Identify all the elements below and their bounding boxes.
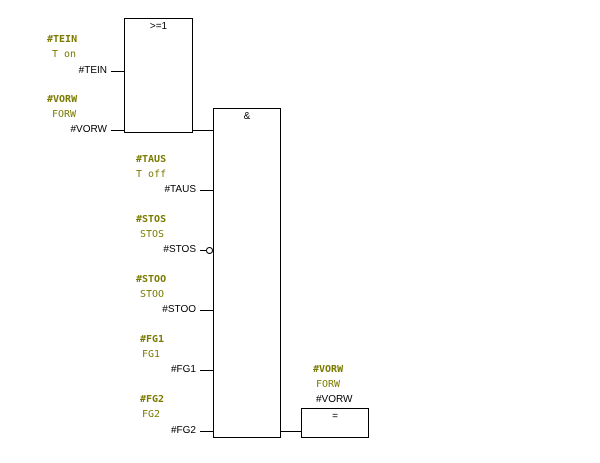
and-input-3-symbol: #STOO: [136, 274, 167, 285]
assign-block-title: =: [332, 411, 338, 422]
assign-pin[interactable]: #VORW: [316, 394, 353, 405]
or-input-1-comment: T on: [52, 49, 77, 60]
negation-circle: [206, 247, 213, 254]
assign-block-box[interactable]: [301, 408, 369, 438]
and-input-2-comment: STOS: [140, 229, 165, 240]
and-input-5-comment: FG2: [142, 409, 161, 420]
or-input-1-pin[interactable]: #TEIN: [78, 65, 107, 76]
and-input-5-symbol: #FG2: [140, 394, 165, 405]
and-input-4-comment: FG1: [142, 349, 161, 360]
or-block-box[interactable]: [124, 18, 193, 133]
and-block-box[interactable]: [213, 108, 281, 438]
and-input-1-pin[interactable]: #TAUS: [164, 184, 197, 195]
and-input-1-symbol: #TAUS: [136, 154, 167, 165]
or-block-title: >=1: [149, 21, 168, 32]
and-input-2-symbol: #STOS: [136, 214, 167, 225]
and-input-5-pin[interactable]: #FG2: [170, 425, 196, 436]
and-input-4-symbol: #FG1: [140, 334, 165, 345]
or-input-2-comment: FORW: [52, 109, 77, 120]
assign-comment: FORW: [316, 379, 341, 390]
and-input-2-pin[interactable]: #STOS: [163, 244, 196, 255]
and-input-4-pin[interactable]: #FG1: [170, 364, 196, 375]
and-input-3-pin[interactable]: #STOO: [162, 304, 196, 315]
assign-symbol: #VORW: [313, 364, 344, 375]
and-input-1-comment: T off: [136, 169, 167, 180]
or-input-1-symbol: #TEIN: [47, 34, 78, 45]
or-input-2-pin[interactable]: #VORW: [70, 124, 108, 135]
and-input-3-comment: STOO: [140, 289, 165, 300]
and-block-title: &: [243, 111, 251, 122]
or-input-2-symbol: #VORW: [47, 94, 78, 105]
